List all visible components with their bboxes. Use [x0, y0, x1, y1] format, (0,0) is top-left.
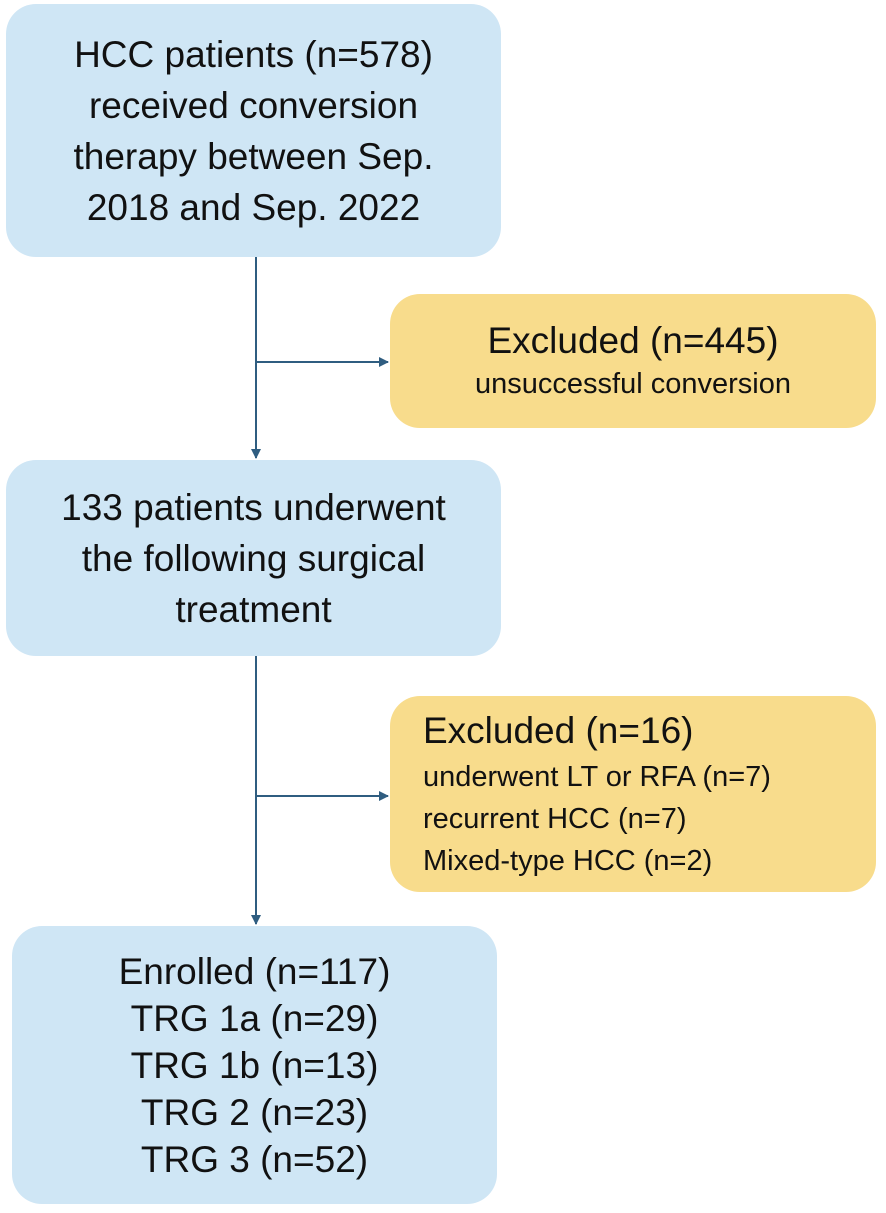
enrolled-box: Enrolled (n=117) TRG 1a (n=29) TRG 1b (n… [12, 926, 497, 1204]
exclusion-box-2: Excluded (n=16) underwent LT or RFA (n=7… [390, 696, 876, 892]
surgical-treatment-line: 133 patients underwent [61, 486, 446, 528]
exclusion-2-title: Excluded (n=16) [423, 710, 694, 751]
enrolled-total: Enrolled (n=117) [118, 950, 391, 992]
initial-cohort-box: HCC patients (n=578) received conversion… [6, 4, 501, 257]
surgical-treatment-line: treatment [175, 588, 332, 630]
exclusion-2-reason: recurrent HCC (n=7) [423, 803, 687, 835]
initial-cohort-line: therapy between Sep. [73, 135, 434, 177]
exclusion-box-1: Excluded (n=445) unsuccessful conversion [390, 294, 876, 428]
exclusion-1-title: Excluded (n=445) [487, 320, 779, 361]
trg-group-line: TRG 3 (n=52) [140, 1138, 369, 1180]
surgical-treatment-line: the following surgical [81, 537, 426, 579]
trg-group-line: TRG 1b (n=13) [130, 1044, 379, 1086]
exclusion-1-reason: unsuccessful conversion [475, 368, 791, 400]
initial-cohort-line: HCC patients (n=578) [74, 33, 433, 75]
initial-cohort-line: 2018 and Sep. 2022 [86, 186, 421, 228]
trg-group-line: TRG 2 (n=23) [140, 1091, 369, 1133]
trg-group-line: TRG 1a (n=29) [130, 997, 379, 1039]
exclusion-2-reason: Mixed-type HCC (n=2) [423, 845, 713, 877]
exclusion-2-reason: underwent LT or RFA (n=7) [423, 761, 771, 793]
initial-cohort-line: received conversion [88, 84, 419, 126]
surgical-treatment-box: 133 patients underwent the following sur… [6, 460, 501, 656]
